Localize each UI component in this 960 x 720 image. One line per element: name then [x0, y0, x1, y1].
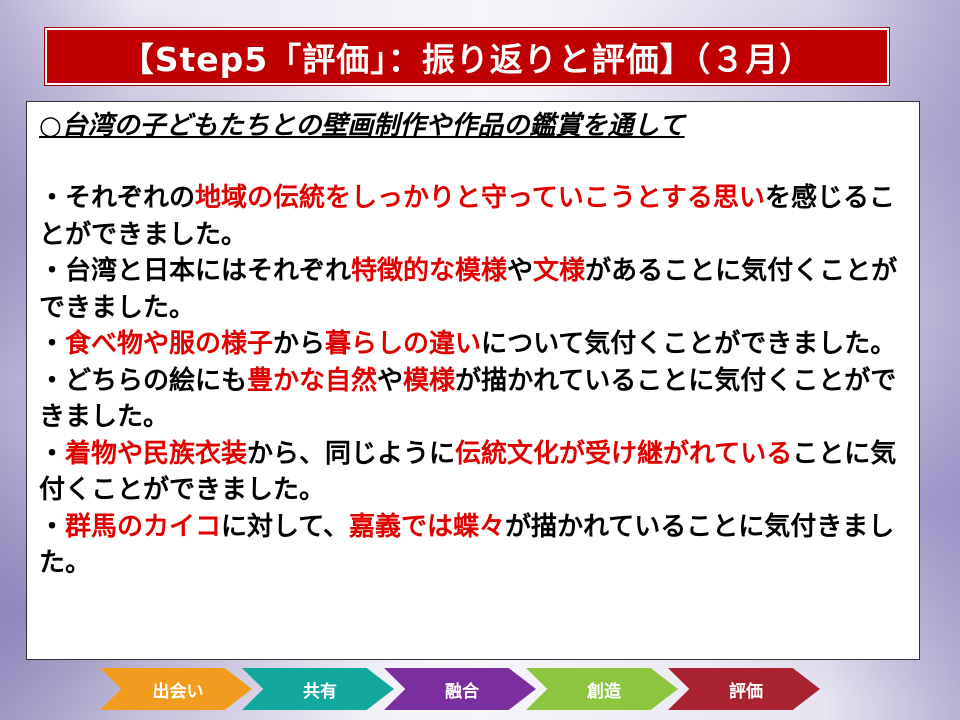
bullet-text: があることに気付くことができました。: [39, 256, 898, 323]
bullet-highlight: 群馬のカイコ: [65, 511, 222, 542]
bullet-highlight: 模様: [403, 365, 456, 396]
bullet-text: ・: [39, 511, 66, 542]
bullet-item: ・台湾と日本にはそれぞれ特徴的な模様や文様があることに気付くことができました。: [39, 253, 907, 326]
bullet-text: ・台湾と日本にはそれぞれ: [39, 256, 352, 286]
bullet-text: ・: [39, 329, 66, 359]
bullet-item: ・どちらの絵にも豊かな自然や模様が描かれていることに気付くことができました。: [39, 363, 907, 436]
bullet-highlight: 着物や民族衣装: [65, 438, 248, 469]
bullet-highlight: 文様: [533, 256, 586, 286]
flow-step-label: 創造: [587, 681, 621, 702]
bullet-item: ・それぞれの地域の伝統をしっかりと守っていこうとする思いを感じることができました…: [39, 180, 907, 253]
bullet-highlight: 暮らしの違い: [325, 329, 482, 359]
bullet-text: を感じることができました。: [39, 183, 895, 250]
bullet-text: や: [377, 365, 404, 396]
bullet-text: ことに気付くことができました。: [39, 438, 897, 506]
flow-step-kyoyu: 共有: [242, 668, 394, 710]
flow-step-deai: 出会い: [100, 668, 252, 710]
bullet-text: が描かれていることに気付きました。: [39, 511, 895, 579]
bullet-highlight: 特徴的な模様: [351, 256, 508, 286]
bullet-text: に対して、: [221, 511, 349, 542]
bullet-highlight: 嘉義では蝶々: [348, 511, 505, 542]
flow-step-yugo: 融合: [384, 668, 536, 710]
flow-step-label: 評価: [729, 681, 763, 702]
bullet-text: から、同じように: [247, 438, 456, 469]
flow-step-label: 融合: [445, 681, 479, 702]
bullet-text: ・: [39, 438, 66, 469]
content-box: ○台湾の子どもたちとの壁画制作や作品の鑑賞を通して ・それぞれの地域の伝統をしっ…: [26, 101, 920, 660]
flow-step-label: 共有: [303, 681, 337, 702]
process-flow: 出会い 共有 融合 創造 評価: [100, 668, 820, 710]
bullet-highlight: 伝統文化が受け継がれている: [455, 438, 793, 469]
bullet-highlight: 食べ物や服の様子: [65, 329, 274, 359]
bullet-item: ・群馬のカイコに対して、嘉義では蝶々が描かれていることに気付きました。: [39, 509, 907, 582]
slide-title: 【Step5「評価」：振り返りと評価】（３月）: [45, 28, 889, 85]
content-heading: ○台湾の子どもたちとの壁画制作や作品の鑑賞を通して: [39, 111, 685, 141]
flow-step-hyoka: 評価: [668, 668, 820, 710]
bullet-text: ・それぞれの: [39, 183, 196, 213]
bullet-text: から: [273, 329, 326, 359]
bullet-item: ・食べ物や服の様子から暮らしの違いについて気付くことができました。: [39, 326, 907, 363]
bullet-text: について気付くことができました。: [481, 329, 897, 359]
flow-step-label: 出会い: [152, 681, 204, 702]
bullet-list: ・それぞれの地域の伝統をしっかりと守っていこうとする思いを感じることができました…: [39, 180, 907, 582]
flow-step-sozo: 創造: [526, 668, 678, 710]
bullet-item: ・着物や民族衣装から、同じように伝統文化が受け継がれていることに気付くことができ…: [39, 436, 907, 509]
bullet-highlight: 豊かな自然: [247, 365, 378, 396]
bullet-text: が描かれていることに気付くことができました。: [39, 365, 897, 433]
bullet-highlight: 地域の伝統をしっかりと守っていこうとする思い: [195, 183, 765, 213]
bullet-text: や: [507, 256, 534, 286]
bullet-text: ・どちらの絵にも: [39, 365, 248, 396]
